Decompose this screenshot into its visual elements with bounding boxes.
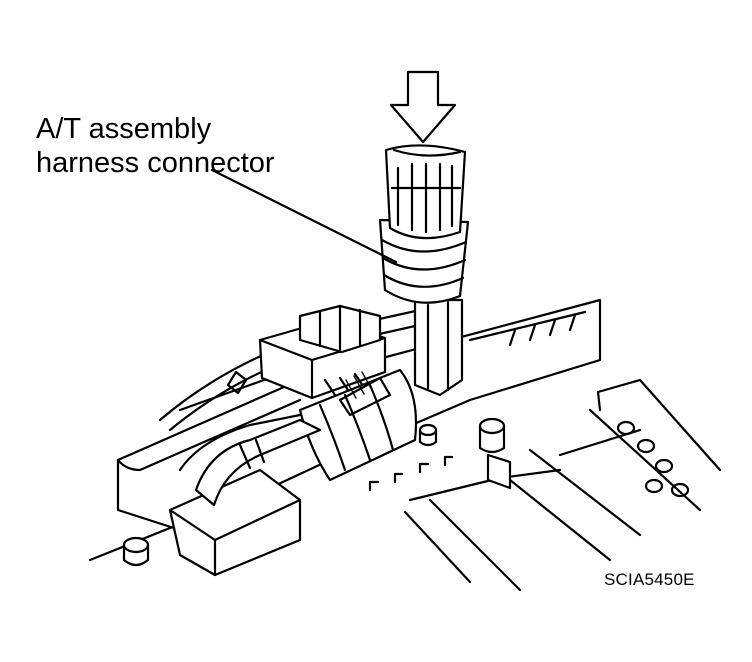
callout-line-1: A/T assembly [36,113,212,145]
intermediate-connector [258,304,387,400]
callout-label: A/T assembly harness connector [36,112,275,180]
bolt-left [122,536,150,567]
leader-line [210,168,398,264]
down-arrow [389,70,457,144]
terminal-tabs [368,455,454,492]
plate-holes [616,420,690,498]
bolt-small [418,423,438,447]
figure-id: SCIA5450E [604,570,695,589]
harness-connector [378,144,470,397]
front-wire-loop [194,418,322,507]
bolt-center [478,417,512,490]
callout-line-2: harness connector [36,147,275,179]
